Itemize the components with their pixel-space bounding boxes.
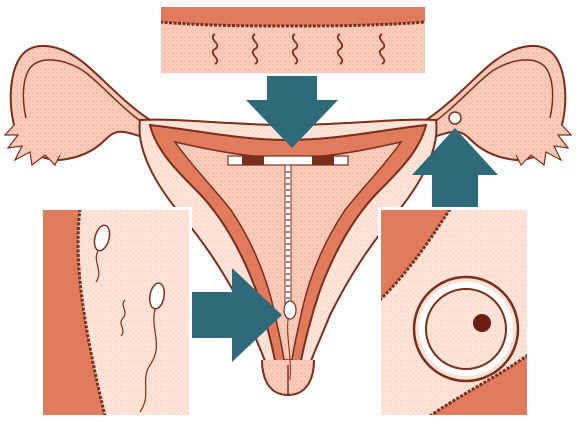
egg-nucleus xyxy=(473,314,491,332)
right-inset-egg xyxy=(378,207,530,418)
egg-cell xyxy=(414,277,518,381)
egg-in-tube xyxy=(449,112,461,124)
top-inset-lining xyxy=(158,4,428,76)
left-inset-sperm xyxy=(40,207,192,418)
left-fallopian-tube xyxy=(5,46,150,165)
